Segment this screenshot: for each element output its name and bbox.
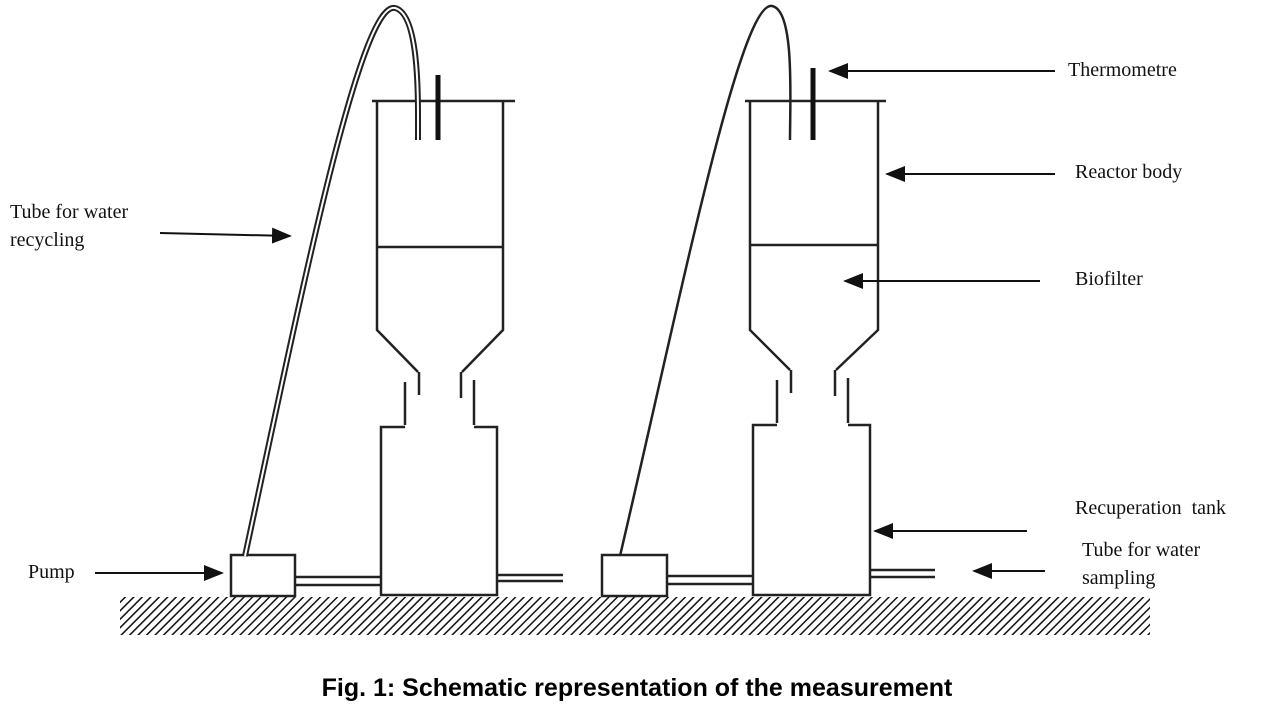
label-tube-sampling-line1: Tube for water	[1082, 539, 1200, 561]
pump-right	[600, 553, 669, 598]
label-pump: Pump	[28, 561, 75, 583]
label-thermometre: Thermometre	[1068, 59, 1177, 81]
recycling-tube-left	[242, 4, 422, 557]
recuperation-tank-right	[751, 423, 872, 597]
label-tube-recycling-line2: recycling	[10, 229, 84, 251]
ground-hatch	[120, 597, 1150, 635]
label-tube-sampling-line2: sampling	[1082, 567, 1155, 589]
label-reactor-body: Reactor body	[1075, 161, 1182, 183]
label-tube-recycling-line1: Tube for water	[10, 201, 128, 223]
reactor-left	[229, 4, 563, 598]
pump-left	[229, 553, 297, 598]
label-biofilter: Biofilter	[1075, 268, 1143, 290]
label-recuperation-tank: Recuperation tank	[1075, 497, 1226, 519]
reactor-right	[600, 4, 935, 598]
arrow-tube-recycling	[159, 227, 292, 244]
recycling-tube-right	[618, 4, 792, 557]
figure-caption: Fig. 1: Schematic representation of the …	[322, 674, 953, 702]
recuperation-tank-left	[379, 425, 499, 597]
